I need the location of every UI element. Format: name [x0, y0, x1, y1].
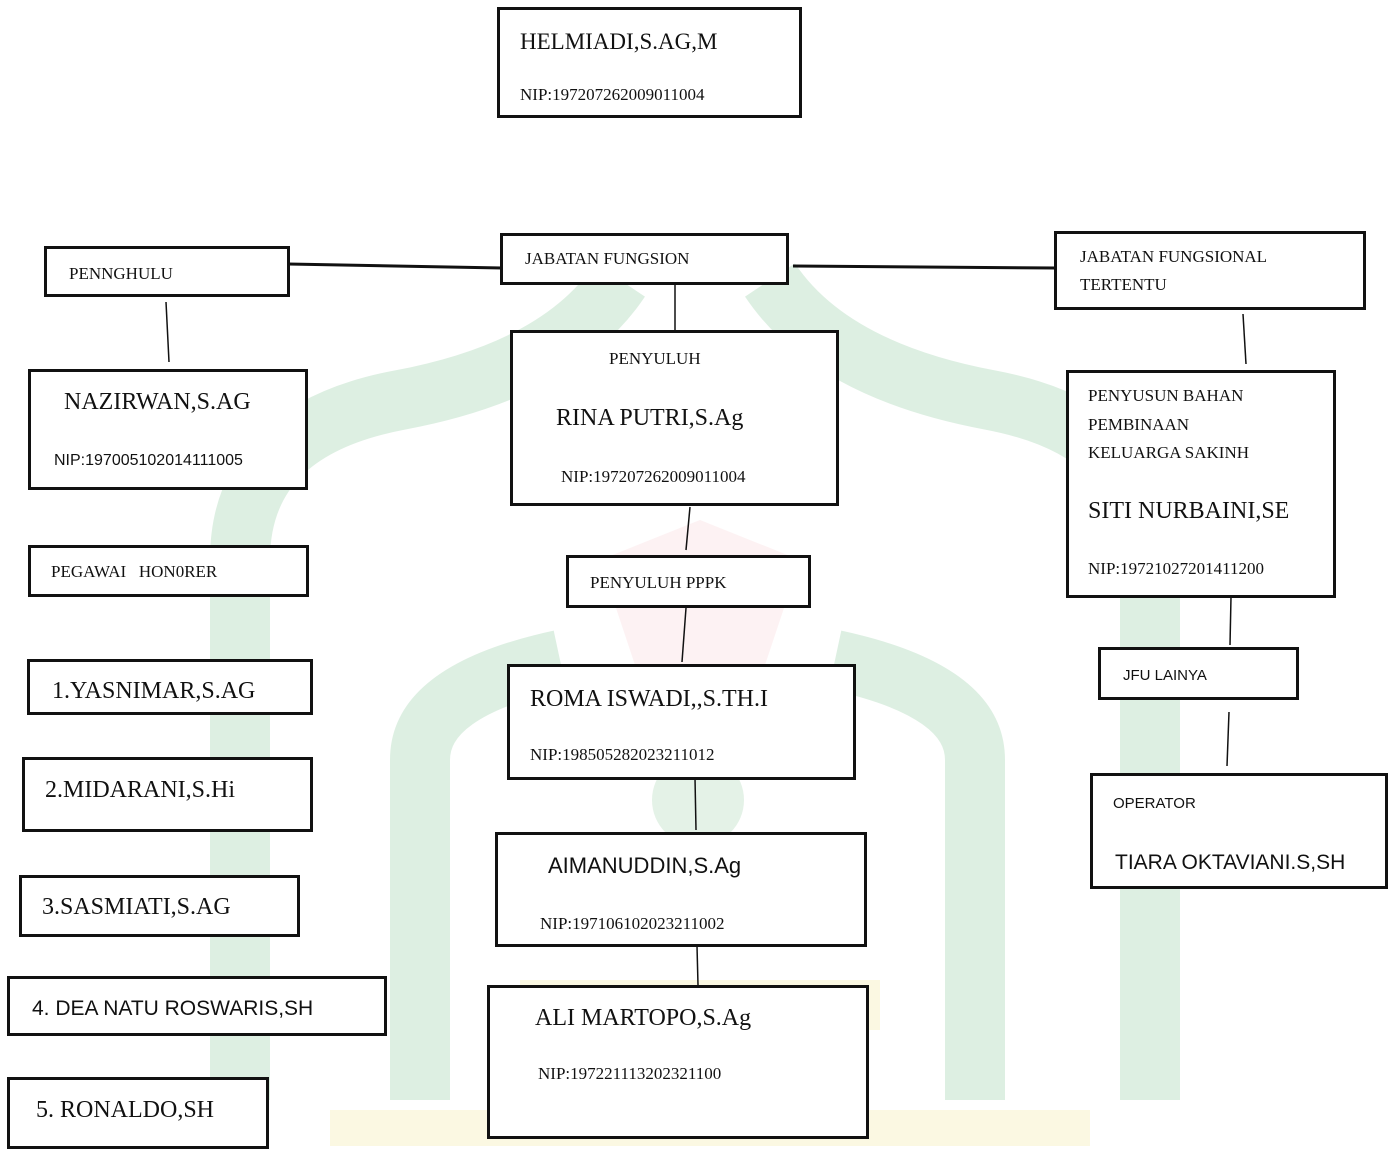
honorer-name: 1.YASNIMAR,S.AG — [52, 678, 256, 704]
honorer-item-3: 3.SASMIATI,S.AG — [19, 875, 300, 937]
head-name: HELMIADI,S.AG,M — [520, 29, 718, 54]
pppk-staff-nip: NIP:197221113202321100 — [538, 1064, 722, 1083]
pegawai-honorer-box: PEGAWAI HON0RER — [28, 545, 309, 597]
penyuluh-pppk-label: PENYULUH PPPK — [590, 573, 727, 592]
jabatan-fungsion-label: JABATAN FUNGSION — [525, 249, 690, 268]
penyuluh-name: RINA PUTRI,S.Ag — [556, 405, 744, 431]
penyusun-nip: NIP:19721027201411200 — [1088, 559, 1264, 578]
pppk-staff-nip: NIP:198505282023211012 — [530, 745, 715, 764]
head-nip: NIP:197207262009011004 — [520, 85, 705, 104]
operator-title: OPERATOR — [1113, 795, 1196, 812]
honorer-item-2: 2.MIDARANI,S.Hi — [22, 757, 313, 832]
pegawai-honorer-label: PEGAWAI HON0RER — [51, 562, 218, 581]
penghulu-staff-box: NAZIRWAN,S.AG NIP:197005102014111005 — [28, 369, 308, 490]
honorer-item-1: 1.YASNIMAR,S.AG — [27, 659, 313, 715]
pppk-staff-2: AIMANUDDIN,S.Ag NIP:197106102023211002 — [495, 832, 867, 947]
pppk-staff-name: ROMA ISWADI,,S.TH.I — [530, 686, 769, 712]
penyusun-title-line2: PEMBINAAN — [1088, 415, 1190, 434]
penghulu-staff-name: NAZIRWAN,S.AG — [64, 389, 251, 415]
penghulu-label: PENNGHULU — [69, 264, 173, 283]
penyuluh-box: PENYULUH RINA PUTRI,S.Ag NIP:19720726200… — [510, 330, 839, 506]
jfu-lainya-box: JFU LAINYA — [1098, 647, 1299, 700]
pppk-staff-nip: NIP:197106102023211002 — [540, 914, 725, 933]
penghulu-box: PENNGHULU — [44, 246, 290, 297]
pppk-staff-name: ALI MARTOPO,S.Ag — [535, 1005, 752, 1031]
jabatan-fungsional-tertentu-box: JABATAN FUNGSIONAL TERTENTU — [1054, 231, 1366, 310]
honorer-item-4: 4. DEA NATU ROSWARIS,SH — [7, 976, 387, 1036]
penghulu-staff-nip: NIP:197005102014111005 — [54, 452, 243, 469]
honorer-name: 2.MIDARANI,S.Hi — [45, 777, 236, 803]
head-box: HELMIADI,S.AG,M NIP:197207262009011004 — [497, 7, 802, 118]
jft-label-line2: TERTENTU — [1080, 275, 1167, 294]
penyusun-title-line3: KELUARGA SAKINH — [1088, 443, 1250, 462]
penyuluh-nip: NIP:197207262009011004 — [561, 467, 746, 486]
honorer-name: 5. RONALDO,SH — [36, 1097, 215, 1123]
honorer-name: 3.SASMIATI,S.AG — [42, 894, 231, 920]
penyusun-box: PENYUSUN BAHAN PEMBINAAN KELUARGA SAKINH… — [1066, 370, 1336, 598]
operator-box: OPERATOR TIARA OKTAVIANI.S,SH — [1090, 773, 1388, 889]
operator-name: TIARA OKTAVIANI.S,SH — [1115, 851, 1346, 874]
penyuluh-pppk-box: PENYULUH PPPK — [566, 555, 811, 608]
pppk-staff-1: ROMA ISWADI,,S.TH.I NIP:1985052820232110… — [507, 664, 856, 780]
jabatan-fungsion-box: JABATAN FUNGSION — [500, 233, 789, 285]
jfu-lainya-label: JFU LAINYA — [1123, 667, 1207, 684]
honorer-item-5: 5. RONALDO,SH — [7, 1077, 269, 1149]
penyusun-name: SITI NURBAINI,SE — [1088, 498, 1290, 524]
jft-label-line1: JABATAN FUNGSIONAL — [1080, 247, 1268, 266]
honorer-name: 4. DEA NATU ROSWARIS,SH — [32, 997, 314, 1020]
penyuluh-title: PENYULUH — [609, 349, 701, 368]
penyusun-title-line1: PENYUSUN BAHAN — [1088, 386, 1244, 405]
pppk-staff-name: AIMANUDDIN,S.Ag — [548, 853, 742, 878]
pppk-staff-3: ALI MARTOPO,S.Ag NIP:197221113202321100 — [487, 985, 869, 1139]
